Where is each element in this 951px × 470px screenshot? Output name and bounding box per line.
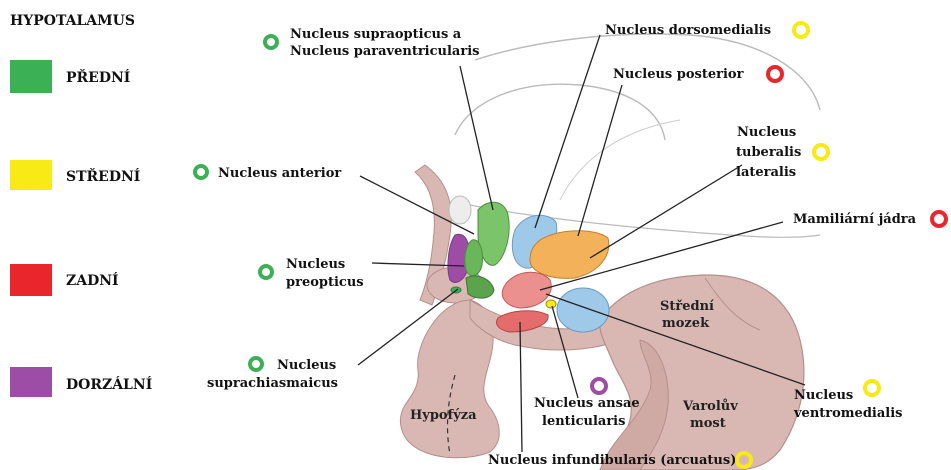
legend-label-middle: STŘEDNÍ	[66, 167, 140, 185]
label-suprachiasmaticus-2: suprachiasmaicus	[207, 376, 338, 391]
mammillothalamic-outline	[560, 120, 680, 200]
diagram-title: HYPOTALAMUS	[10, 13, 135, 29]
legend-swatch-posterior	[10, 264, 52, 296]
nucleus-mammillary-red	[502, 272, 551, 308]
nucleus-white-top	[449, 196, 471, 224]
label-supraopticus-1: Nucleus supraopticus a	[290, 27, 462, 42]
marker-ring-icon-ventromedialis	[865, 381, 879, 395]
midbrain-label-1: Střední	[660, 299, 714, 314]
label-infundibularis: Nucleus infundibularis (arcuatus)	[488, 453, 736, 468]
legend-swatch-middle	[10, 160, 52, 190]
legend-label-dorsal: DORZÁLNÍ	[66, 375, 152, 393]
label-ventromedialis-2: ventromedialis	[793, 406, 902, 421]
nucleus-ansa-lenticularis	[546, 300, 556, 308]
marker-ring-icon-ansae	[592, 379, 606, 393]
label-ansae-1: Nucleus ansae	[534, 396, 640, 411]
hypophysis-label: Hypofýza	[410, 408, 477, 423]
fornix-outline	[455, 84, 665, 140]
marker-ring-icon-posterior	[768, 67, 782, 81]
label-dorsomedialis: Nucleus dorsomedialis	[605, 23, 771, 38]
label-posterior: Nucleus posterior	[613, 67, 744, 82]
leader-supraopticus	[460, 66, 493, 210]
label-mamilarni: Mamiliární jádra	[793, 212, 917, 227]
pons-label-2: most	[690, 416, 726, 431]
marker-ring-icon-tuberalis	[814, 145, 828, 159]
legend-label-anterior: PŘEDNÍ	[66, 68, 130, 86]
marker-ring-icon-mamilarni	[932, 212, 946, 226]
label-supraopticus-2: Nucleus paraventricularis	[290, 44, 479, 59]
label-tuberalis-2: tuberalis	[736, 145, 801, 160]
label-tuberalis-1: Nucleus	[737, 125, 796, 140]
marker-ring-icon-suprachiasmaticus	[250, 358, 262, 370]
label-preopticus-1: Nucleus	[286, 257, 345, 272]
label-ansae-2: lenticularis	[542, 414, 625, 429]
leader-posterior	[578, 85, 622, 236]
marker-ring-icon-dorsomedialis	[794, 23, 808, 37]
leader-tuberalis	[590, 165, 742, 258]
label-anterior: Nucleus anterior	[218, 166, 341, 181]
label-preopticus-2: preopticus	[286, 275, 364, 290]
marker-ring-icon-supraopticus	[265, 36, 277, 48]
legend-swatch-dorsal	[10, 367, 52, 397]
label-tuberalis-3: lateralis	[736, 165, 796, 180]
nucleus-anterior-green	[465, 240, 483, 276]
leader-dorsomedialis	[535, 35, 600, 228]
pons-label-1: Varolův	[682, 399, 738, 414]
label-suprachiasmaticus-1: Nucleus	[277, 358, 336, 373]
marker-ring-icon-preopticus	[260, 266, 272, 278]
marker-ring-icon-anterior	[195, 166, 207, 178]
midbrain-label-2: mozek	[662, 316, 710, 331]
nucleus-preoptic-green	[466, 276, 494, 298]
label-ventromedialis-1: Nucleus	[794, 388, 853, 403]
legend-label-posterior: ZADNÍ	[66, 271, 119, 289]
nucleus-ventromedial-blue	[557, 288, 609, 332]
legend-swatch-anterior	[10, 60, 52, 93]
